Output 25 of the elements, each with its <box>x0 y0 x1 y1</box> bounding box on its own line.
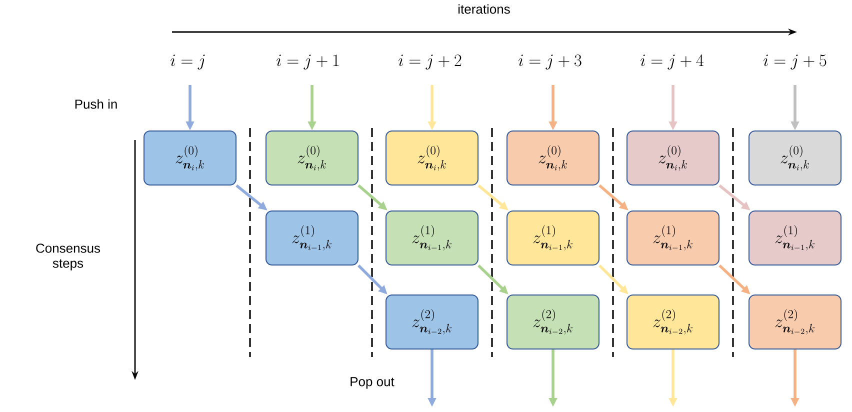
iteration-label: $i=j+5$ <box>764 54 826 70</box>
iteration-label: $i=j+1$ <box>276 54 339 70</box>
value-box: $z^{(0)}_{\boldsymbol{n}_i,k}$ <box>386 130 478 186</box>
row-label: Push in <box>75 99 117 109</box>
axis-label: Consensus steps <box>36 244 100 270</box>
value-box: $z^{(2)}_{\boldsymbol{n}_{i-2},k}$ <box>626 294 720 350</box>
iteration-label: $i=j+4$ <box>640 54 704 70</box>
iteration-label: $i=j+3$ <box>518 54 582 70</box>
value-box: $z^{(0)}_{\boldsymbol{n}_i,k}$ <box>266 130 358 186</box>
value-box: $z^{(1)}_{\boldsymbol{n}_{i-1},k}$ <box>626 210 720 266</box>
value-box: $z^{(1)}_{\boldsymbol{n}_{i-1},k}$ <box>748 210 842 266</box>
value-box: $z^{(1)}_{\boldsymbol{n}_{i-1},k}$ <box>386 210 478 266</box>
value-box: $z^{(0)}_{\boldsymbol{n}_i,k}$ <box>506 130 600 186</box>
iteration-label: $i=j+2$ <box>398 54 462 70</box>
value-box: $z^{(2)}_{\boldsymbol{n}_{i-2},k}$ <box>748 294 842 350</box>
value-box: $z^{(0)}_{\boldsymbol{n}_i,k}$ <box>748 130 842 186</box>
iteration-label: $i=j$ <box>170 54 205 70</box>
value-box: $z^{(2)}_{\boldsymbol{n}_{i-2},k}$ <box>386 294 478 350</box>
value-box: $z^{(0)}_{\boldsymbol{n}_i,k}$ <box>626 130 720 186</box>
value-box: $z^{(1)}_{\boldsymbol{n}_{i-1},k}$ <box>266 210 358 266</box>
value-box: $z^{(2)}_{\boldsymbol{n}_{i-2},k}$ <box>506 294 600 350</box>
row-label: Pop out <box>350 377 394 389</box>
axis-label: iterations <box>458 4 510 14</box>
value-box: $z^{(0)}_{\boldsymbol{n}_i,k}$ <box>144 130 236 186</box>
value-box: $z^{(1)}_{\boldsymbol{n}_{i-1},k}$ <box>506 210 600 266</box>
